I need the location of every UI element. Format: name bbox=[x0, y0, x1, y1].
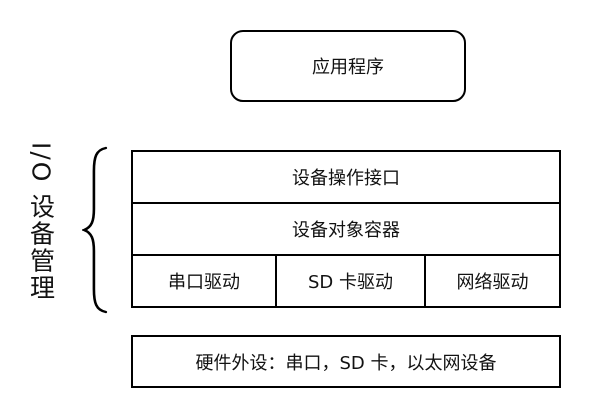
driver-serial-label: 串口驱动 bbox=[168, 272, 240, 293]
hardware-peripherals-label: 硬件外设：串口，SD 卡，以太网设备 bbox=[195, 352, 497, 374]
layer-device-object-container: 设备对象容器 bbox=[133, 202, 559, 254]
device-management-stack: 设备操作接口 设备对象容器 串口驱动 SD 卡驱动 网络驱动 bbox=[131, 150, 561, 308]
layer-device-operation-interface-label: 设备操作接口 bbox=[292, 168, 400, 189]
side-label-io-device-management: I/O 设备管理 bbox=[26, 142, 56, 302]
application-box-label: 应用程序 bbox=[312, 57, 384, 78]
layer-device-operation-interface: 设备操作接口 bbox=[133, 152, 559, 202]
driver-cell-serial: 串口驱动 bbox=[133, 256, 275, 306]
driver-network-label: 网络驱动 bbox=[456, 272, 529, 293]
layer-drivers: 串口驱动 SD 卡驱动 网络驱动 bbox=[133, 254, 559, 306]
hardware-peripherals-box: 硬件外设：串口，SD 卡，以太网设备 bbox=[131, 335, 561, 388]
layer-device-object-container-label: 设备对象容器 bbox=[292, 220, 400, 241]
driver-cell-network: 网络驱动 bbox=[424, 256, 559, 306]
left-curly-brace bbox=[82, 146, 108, 314]
driver-sd-card-label: SD 卡驱动 bbox=[307, 272, 393, 293]
driver-cell-sd-card: SD 卡驱动 bbox=[275, 256, 424, 306]
application-box: 应用程序 bbox=[230, 30, 466, 102]
